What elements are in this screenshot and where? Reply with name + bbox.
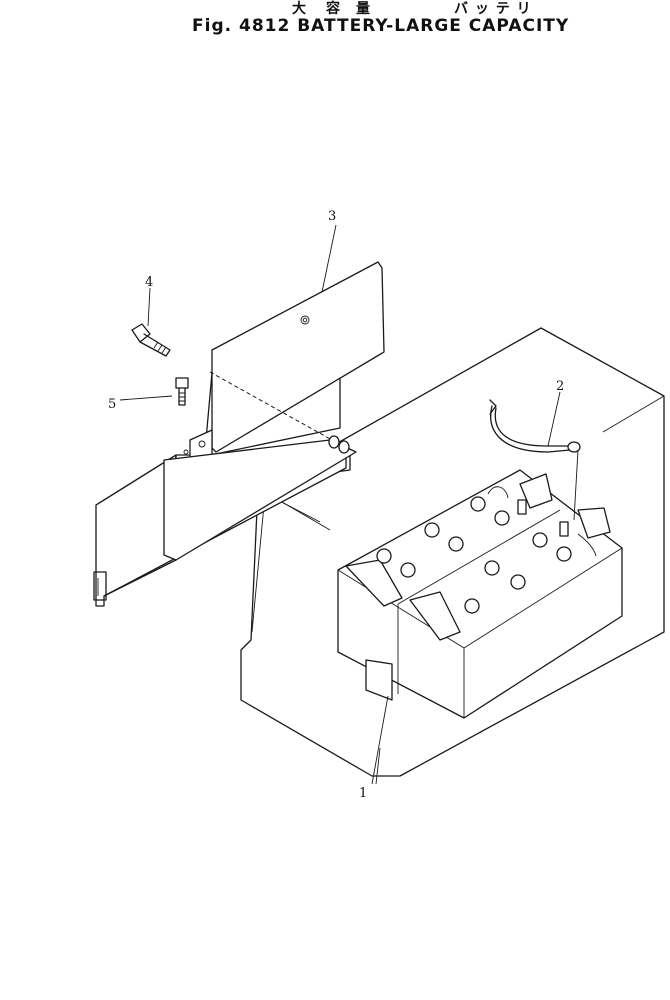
callout-2: 2	[556, 379, 564, 394]
cover-rail	[163, 435, 357, 561]
jp-title-char: 量	[356, 1, 371, 17]
callout-3: 3	[328, 209, 336, 224]
callout-1: 1	[359, 786, 367, 801]
bolt-part-5	[175, 377, 189, 406]
callout-4: 4	[145, 275, 153, 290]
jp-title-char: 大	[292, 1, 307, 17]
support-plate	[189, 261, 385, 459]
jp-title-char: 容	[326, 1, 341, 17]
battery-cable-part-2	[487, 399, 597, 557]
japanese-title: 大 容 量 バ ッ テ リ	[0, 0, 670, 20]
assembly-guide-line	[209, 371, 333, 441]
leader-lines	[119, 224, 579, 785]
battery-block	[337, 469, 623, 719]
bolt-part-4	[131, 323, 171, 357]
figure-title: Fig. 4812 BATTERY-LARGE CAPACITY	[192, 16, 570, 36]
battery-caps	[376, 496, 572, 614]
callout-5: 5	[108, 397, 116, 412]
jp-title-katakana: バ ッ テ リ	[454, 1, 532, 17]
